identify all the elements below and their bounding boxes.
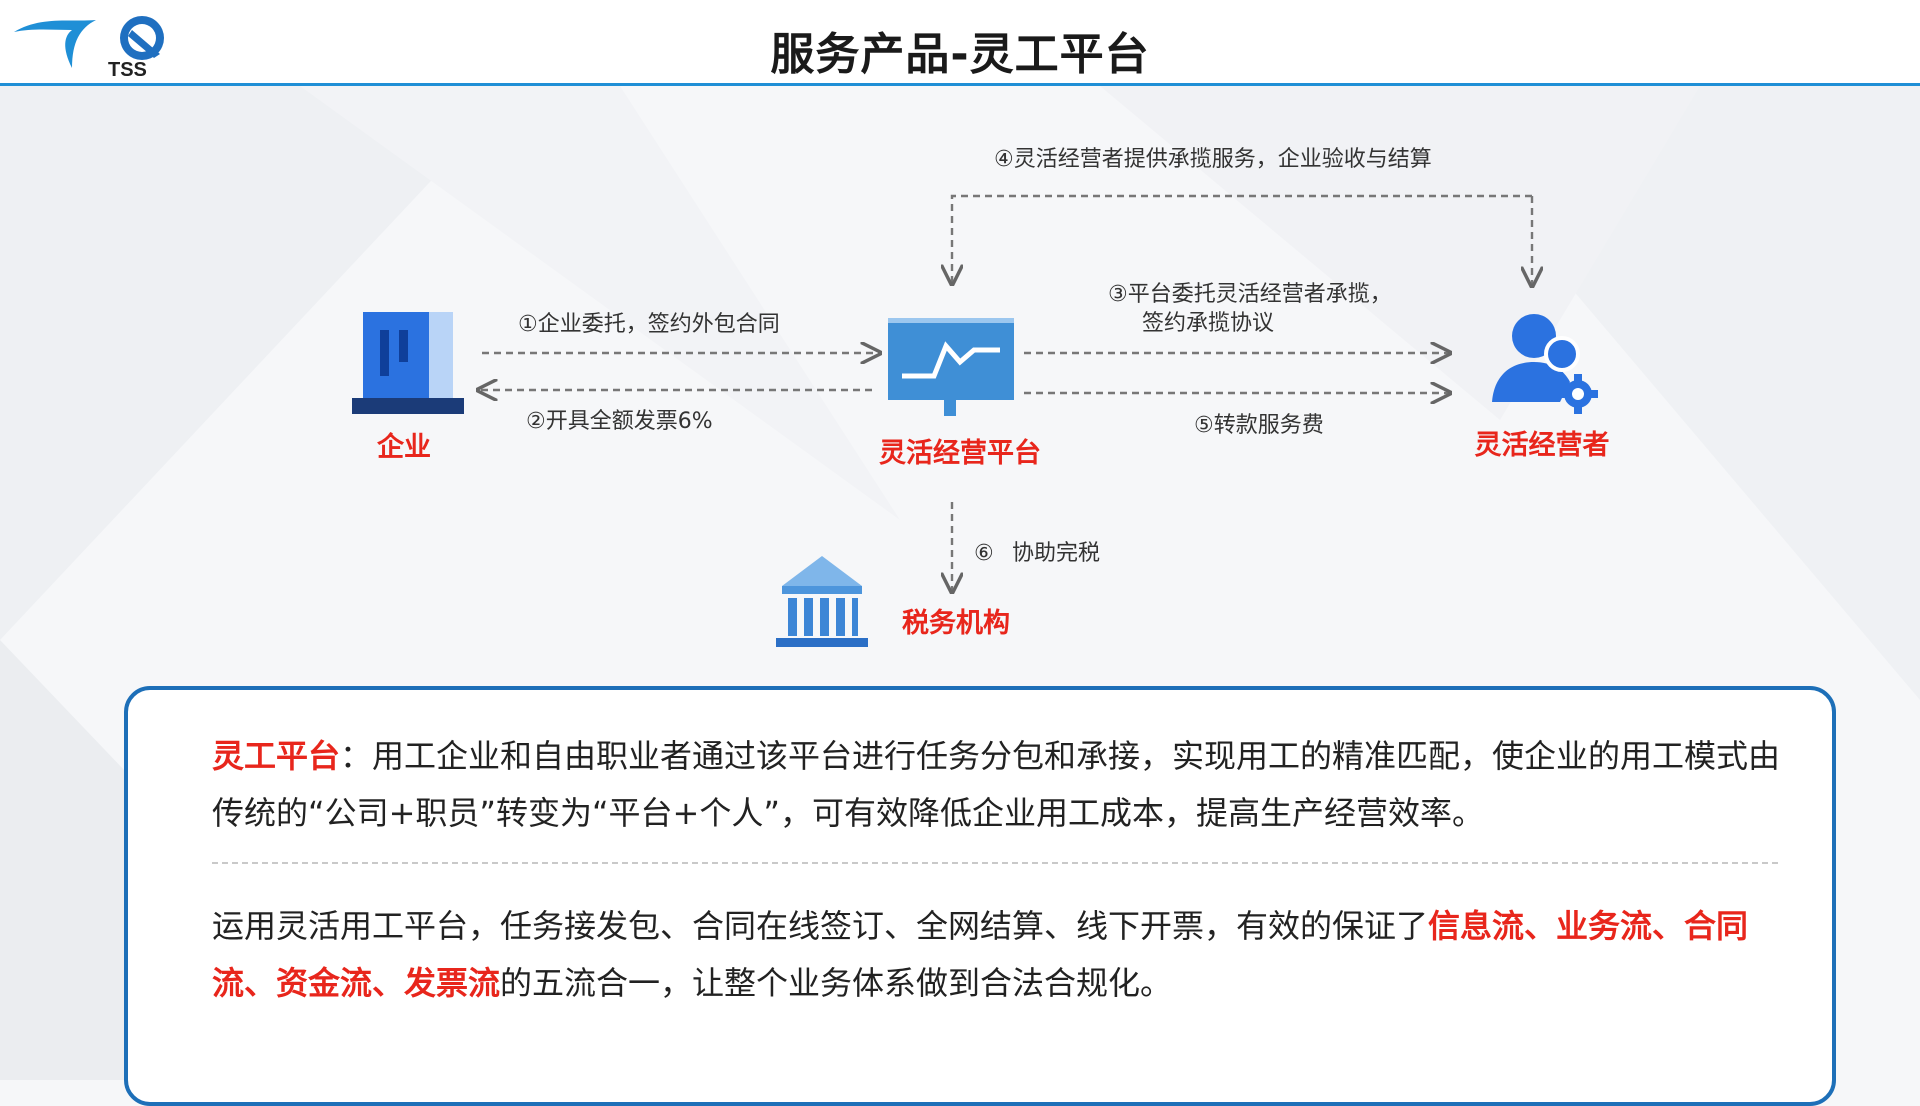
header-rule [0,83,1920,86]
node-platform-label: 灵活经营平台 [879,437,1041,469]
panel-divider [212,862,1778,864]
flow-label-3-line2: 签约承揽协议 [1142,311,1274,336]
paragraph-platform-definition: 灵工平台：用工企业和自由职业者通过该平台进行任务分包和承接，实现用工的精准匹配，… [212,728,1792,842]
paragraph2-suffix: 的五流合一，让整个业务体系做到合法合规化。 [500,964,1173,1002]
flow-label-4: ④灵活经营者提供承揽服务，企业验收与结算 [994,147,1432,172]
flow-label-6-text: 协助完税 [1012,541,1100,566]
paragraph2-prefix: 运用灵活用工平台，任务接发包、合同在线签订、全网结算、线下开票，有效的保证了 [212,907,1429,945]
tax-authority-building-icon [776,556,868,647]
paragraph-five-flows: 运用灵活用工平台，任务接发包、合同在线签订、全网结算、线下开票，有效的保证了信息… [212,898,1792,1012]
node-enterprise-label: 企业 [377,431,431,463]
node-tax-label: 税务机构 [902,608,1010,639]
paragraph2-highlight: 信息流、业务流、合同流、资金流、发票流 [212,907,1749,1002]
flow-label-3-line1: ③平台委托灵活经营者承揽， [1108,282,1392,307]
description-panel: 灵工平台：用工企业和自由职业者通过该平台进行任务分包和承接，实现用工的精准匹配，… [124,686,1836,1106]
enterprise-building-icon [352,312,464,414]
flow-label-5: ⑤转款服务费 [1194,413,1324,438]
paragraph1-body: ：用工企业和自由职业者通过该平台进行任务分包和承接，实现用工的精准匹配，使企业的… [212,737,1781,832]
flow-label-6-number: ⑥ [974,541,994,566]
flow-label-1: ①企业委托，签约外包合同 [518,312,780,337]
header-bar [0,0,1920,86]
node-operators-label: 灵活经营者 [1475,429,1610,461]
flow-arrow-4-to-platform [952,194,1532,284]
logo-text: TSS [108,59,147,80]
flow-label-2: ②开具全额发票6% [526,409,713,434]
flow-diagram: 企业 灵活经营平台 灵活经营者 税务机构 ①企业委托，签约外包合同 ②开具全额发… [352,147,1610,647]
company-logo: TSS [10,8,180,81]
paragraph1-lead: 灵工平台 [212,737,341,775]
operators-people-gear-icon [1492,314,1598,414]
page-title: 服务产品-灵工平台 [770,29,1150,80]
platform-monitor-icon [888,318,1014,416]
